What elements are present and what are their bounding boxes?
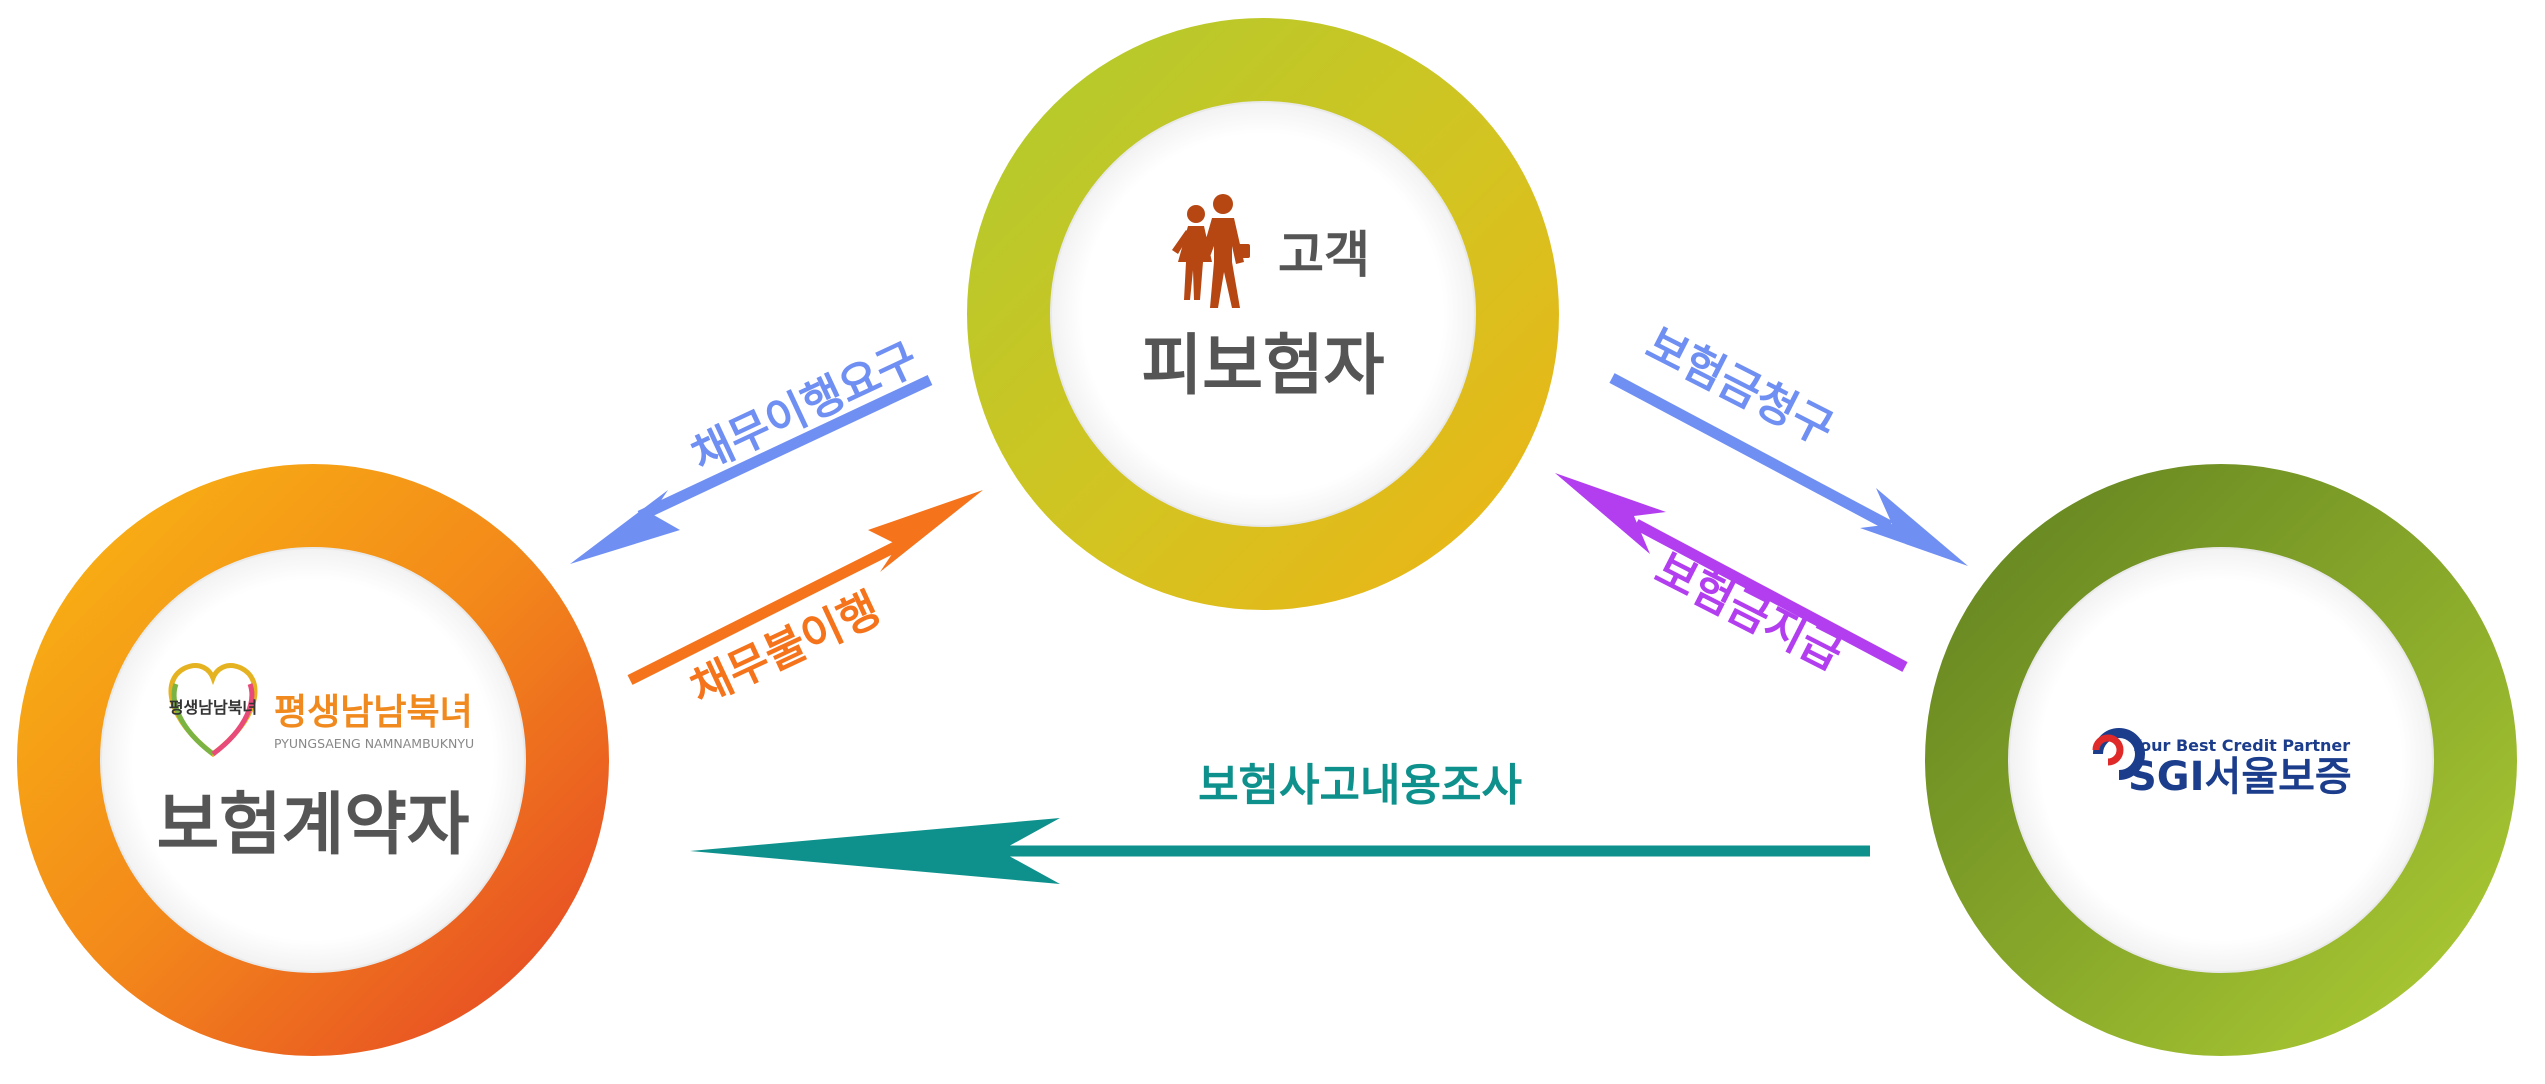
arrow-claim-head	[1860, 488, 1968, 566]
sgi-name: SGI서울보증	[2128, 754, 2352, 800]
arrow-payment-shaft	[1633, 519, 1908, 672]
node-policyholder: 평생남남북녀 평생남남북녀 PYUNGSAENG NAMNAMBUKNYU 보험…	[17, 464, 609, 1056]
policyholder-logo: 평생남남북녀 평생남남북녀 PYUNGSAENG NAMNAMBUKNYU	[168, 663, 474, 758]
logo-subtitle: PYUNGSAENG NAMNAMBUKNYU	[274, 736, 474, 751]
arrow-demand-performance-label: 채무이행요구	[684, 333, 926, 482]
policyholder-title: 보험계약자	[157, 786, 470, 865]
sgi-tagline: Your Best Credit Partner	[2129, 736, 2350, 755]
insured-title: 피보험자	[1142, 327, 1385, 404]
sgi-emblem-icon	[2092, 728, 2145, 780]
arrow-non-performance-head	[868, 490, 983, 572]
arrow-payment-label: 보험금지급	[1647, 543, 1850, 680]
arrow-non-performance: 채무불이행	[627, 490, 983, 715]
arrow-investigation: 보험사고내용조사	[690, 760, 1870, 884]
logo-badge-text: 평생남남북녀	[169, 698, 257, 717]
arrow-non-performance-shaft	[627, 537, 908, 685]
insurer-inner-circle	[2008, 547, 2434, 973]
node-insured: 고객 피보험자	[967, 18, 1559, 610]
policyholder-inner-circle	[100, 547, 526, 973]
heart-badge-icon	[168, 663, 258, 758]
arrow-investigation-label: 보험사고내용조사	[1198, 760, 1522, 811]
arrow-claim-label: 보험금청구	[1638, 318, 1841, 455]
arrow-claim: 보험금청구	[1609, 318, 1968, 566]
sgi-logo: Your Best Credit Partner SGI서울보증	[2092, 728, 2352, 800]
arrow-demand-performance-head	[570, 490, 680, 564]
arrow-claim-shaft	[1609, 373, 1893, 531]
logo-name: 평생남남북녀	[274, 692, 473, 733]
insured-tag: 고객	[1278, 226, 1370, 284]
walking-people-icon	[1172, 194, 1250, 308]
arrow-investigation-head	[690, 818, 1060, 884]
arrow-payment-head	[1555, 473, 1666, 554]
insured-inner-circle	[1050, 101, 1476, 527]
arrow-demand-performance-shaft	[637, 375, 933, 521]
node-insurer: Your Best Credit Partner SGI서울보증	[1925, 464, 2517, 1056]
